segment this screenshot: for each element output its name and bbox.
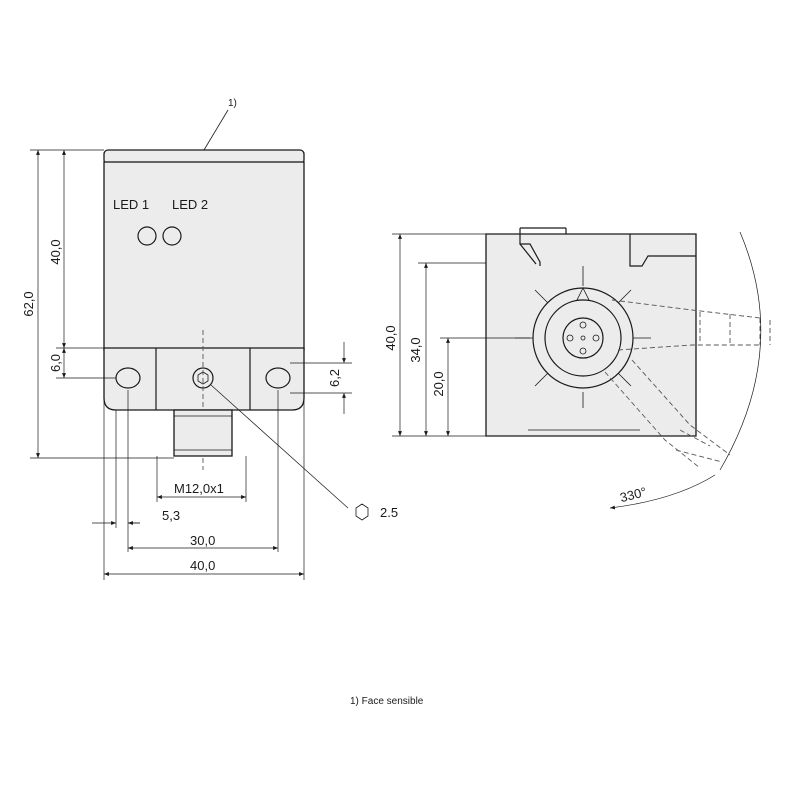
led-1	[137, 226, 157, 246]
dim-angle: 330°	[618, 484, 648, 505]
side-body	[485, 233, 697, 437]
front-view-dimensions: 62,0 40,0 6,0 6,2 M12,0x1 5,3 30,0 40	[21, 149, 398, 580]
dim-6: 6,0	[48, 354, 63, 372]
led-2-label: LED 2	[172, 197, 208, 212]
connector-face	[562, 317, 604, 359]
dim-40-right: 40,0	[383, 325, 398, 350]
dim-20: 20,0	[431, 371, 446, 396]
side-view: 330°	[485, 227, 771, 510]
m12-connector	[173, 409, 233, 457]
dim-hex: 2.5	[380, 505, 398, 520]
dim-34: 34,0	[408, 337, 423, 362]
led-2	[162, 226, 182, 246]
dim-40-left: 40,0	[48, 239, 63, 264]
front-view: LED 1 LED 2 1)	[103, 98, 305, 470]
dim-6-2: 6,2	[327, 369, 342, 387]
dim-40-bottom: 40,0	[190, 558, 215, 573]
dim-30: 30,0	[190, 533, 215, 548]
sensor-body	[103, 161, 305, 351]
led-1-label: LED 1	[113, 197, 149, 212]
side-view-dimensions: 40,0 34,0 20,0	[383, 233, 530, 437]
footnote: 1) Face sensible	[350, 696, 424, 707]
mounting-base	[103, 347, 305, 411]
mounting-hole-right	[265, 367, 291, 389]
dim-thread: M12,0x1	[174, 481, 224, 496]
dim-62: 62,0	[21, 291, 36, 316]
hex-key-icon	[355, 503, 369, 521]
callout-label: 1)	[228, 98, 237, 109]
dim-5-3: 5,3	[162, 508, 180, 523]
